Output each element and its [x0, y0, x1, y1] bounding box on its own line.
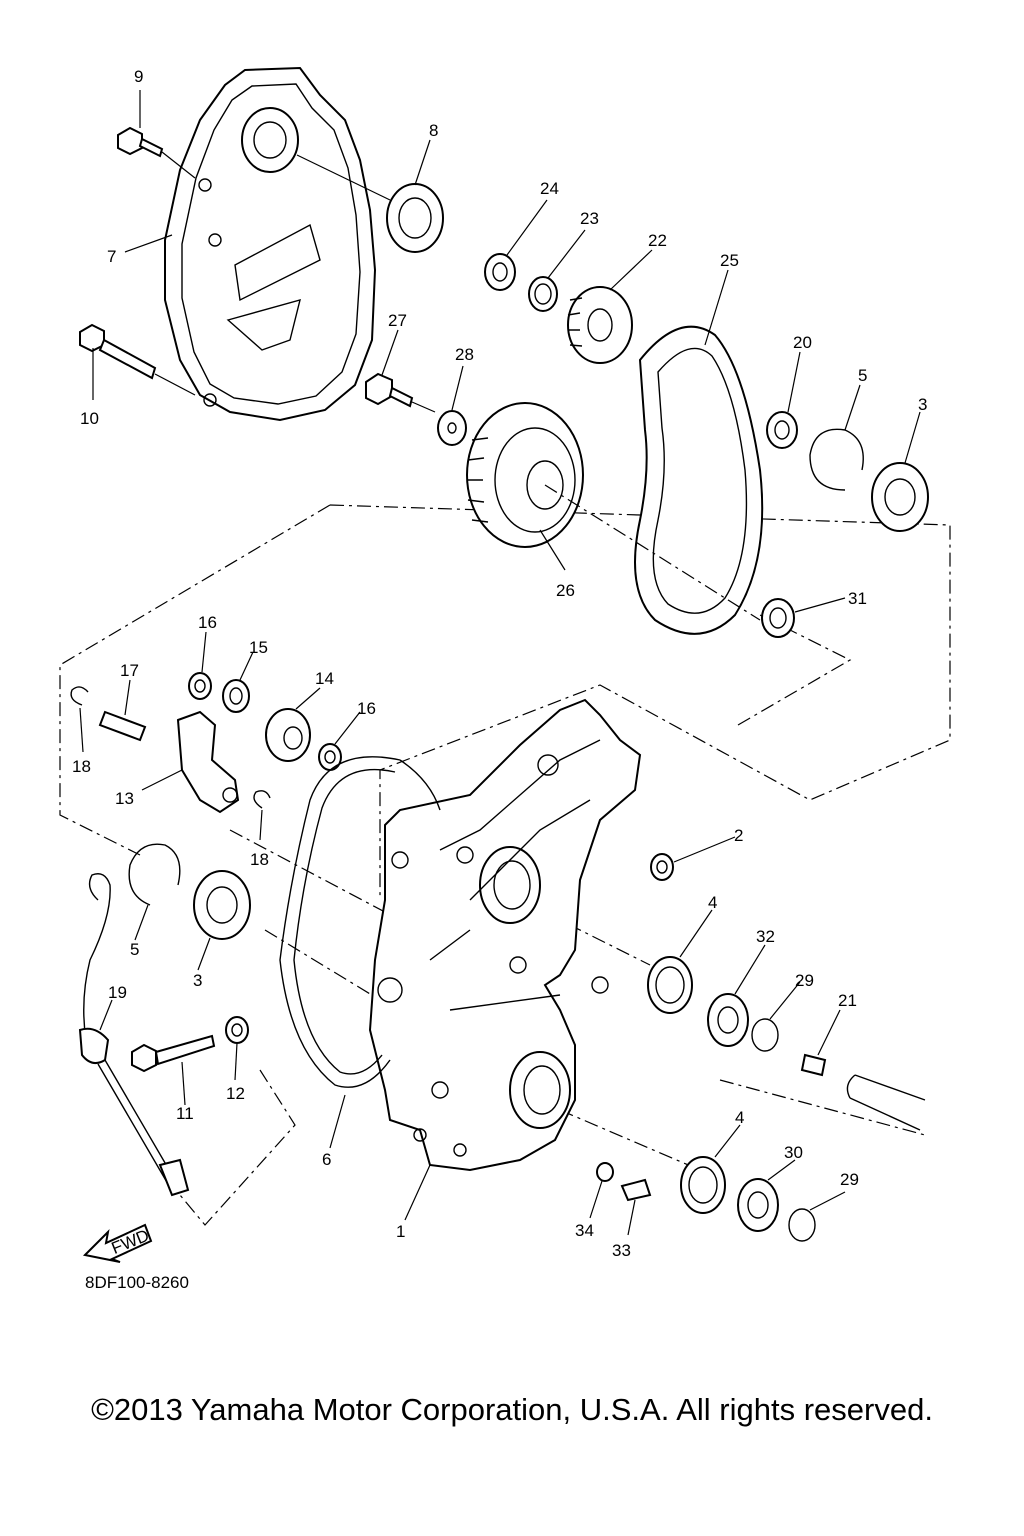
label-5: 5 — [130, 940, 139, 959]
collar-24 — [484, 253, 516, 291]
label-19: 19 — [108, 983, 127, 1002]
label-13: 13 — [115, 789, 134, 808]
label-17: 17 — [120, 661, 139, 680]
label-18: 18 — [72, 757, 91, 776]
dipstick-19 — [78, 873, 190, 1197]
label-25: 25 — [720, 251, 739, 270]
oil-seal-23 — [528, 276, 558, 312]
bolt-9 — [117, 126, 196, 179]
label-16: 16 — [198, 613, 217, 632]
washer-16-lower — [318, 743, 342, 771]
label-3: 3 — [918, 395, 927, 414]
bearing-15 — [222, 679, 250, 713]
label-21: 21 — [838, 991, 857, 1010]
label-1: 1 — [396, 1222, 405, 1241]
screw-33 — [620, 1178, 652, 1202]
bolt-11 — [131, 1034, 216, 1073]
label-12: 12 — [226, 1084, 245, 1103]
leader-lines — [79, 90, 921, 1236]
label-34: 34 — [575, 1221, 594, 1240]
copyright-notice: ©2013 Yamaha Motor Corporation, U.S.A. A… — [91, 1392, 933, 1427]
circlip-18-lower — [253, 790, 271, 809]
label-10: 10 — [80, 409, 99, 428]
washer-16-upper — [188, 672, 212, 700]
bearing-32 — [707, 993, 749, 1047]
drive-chain-25 — [634, 325, 764, 635]
sprocket-26 — [466, 402, 761, 621]
label-15: 15 — [249, 638, 268, 657]
drawing-code: 8DF100-8260 — [85, 1273, 189, 1292]
label-29: 29 — [795, 971, 814, 990]
tensioner-arm-13 — [176, 710, 240, 814]
oil-seal-4-upper — [647, 956, 693, 1014]
label-5: 5 — [858, 366, 867, 385]
chain-case-body-1 — [368, 698, 642, 1172]
label-11: 11 — [176, 1104, 194, 1123]
oil-seal-31 — [761, 598, 795, 638]
svg-text:FWD: FWD — [109, 1226, 152, 1258]
gasket-6 — [279, 756, 441, 1088]
label-2: 2 — [734, 826, 743, 845]
circlip-5-lower — [128, 843, 181, 906]
label-4: 4 — [708, 893, 717, 912]
label-4: 4 — [735, 1108, 744, 1127]
label-32: 32 — [756, 927, 775, 946]
collar-20 — [766, 411, 798, 449]
washer-28 — [437, 410, 467, 446]
bearing-30 — [737, 1178, 779, 1232]
label-8: 8 — [429, 121, 438, 140]
washer-34 — [596, 1162, 614, 1182]
label-30: 30 — [784, 1143, 803, 1162]
label-27: 27 — [388, 311, 407, 330]
forward-arrow-icon: FWD — [82, 1223, 153, 1263]
bolt-27 — [365, 372, 436, 413]
bearing-3-lower — [193, 870, 251, 940]
nut-2 — [650, 853, 674, 881]
label-7: 7 — [107, 247, 116, 266]
part-number-labels: 1 2 3 3 4 4 5 5 6 7 8 9 10 11 12 13 14 1… — [72, 67, 927, 1260]
label-23: 23 — [580, 209, 599, 228]
label-18: 18 — [250, 850, 269, 869]
label-6: 6 — [322, 1150, 331, 1169]
label-24: 24 — [540, 179, 559, 198]
label-9: 9 — [134, 67, 143, 86]
label-16: 16 — [357, 699, 376, 718]
label-29: 29 — [840, 1170, 859, 1189]
bolt-10 — [79, 323, 196, 396]
sprocket-22 — [567, 286, 633, 364]
label-26: 26 — [556, 581, 575, 600]
label-28: 28 — [455, 345, 474, 364]
label-14: 14 — [315, 669, 334, 688]
label-22: 22 — [648, 231, 667, 250]
circlip-5-upper — [809, 428, 864, 491]
bearing-3-upper — [871, 462, 929, 532]
circlip-29-lower — [788, 1208, 816, 1242]
nut-12 — [225, 1016, 249, 1044]
label-20: 20 — [793, 333, 812, 352]
circlip-29-upper — [751, 1018, 779, 1052]
label-31: 31 — [848, 589, 867, 608]
pin-17 — [98, 710, 147, 742]
plug-21 — [800, 1053, 827, 1077]
label-3: 3 — [193, 971, 202, 990]
chain-case-cover — [164, 66, 377, 422]
label-33: 33 — [612, 1241, 631, 1260]
circlip-18-upper — [70, 686, 89, 706]
oil-seal-4-lower — [680, 1156, 726, 1214]
shaft-end — [846, 1074, 926, 1131]
roller-14 — [265, 708, 311, 762]
